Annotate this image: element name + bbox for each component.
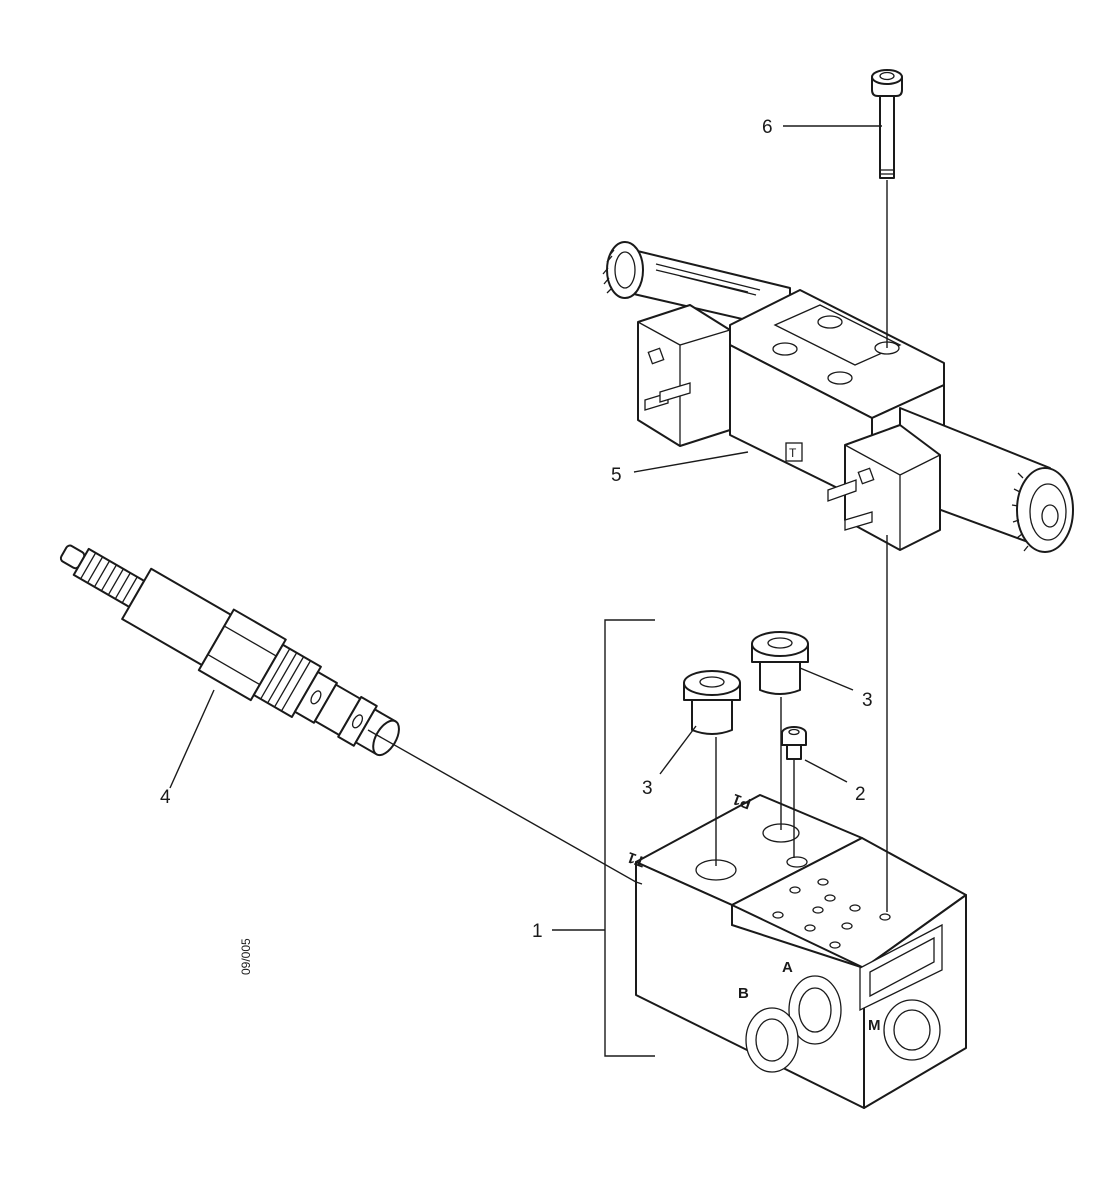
solenoid-valve[interactable]: T xyxy=(602,241,1074,553)
port-label-b: B xyxy=(738,985,749,1002)
callout-3-left[interactable]: 3 xyxy=(642,778,653,799)
port-label-m: M xyxy=(868,1017,881,1034)
callout-5[interactable]: 5 xyxy=(611,465,622,486)
port-label-a: A xyxy=(782,959,793,976)
cap-screw[interactable] xyxy=(871,69,903,179)
plug-right[interactable] xyxy=(751,631,809,695)
cartridge-valve[interactable] xyxy=(46,522,412,774)
port-label-t1: T1 xyxy=(625,848,647,870)
callout-3-right[interactable]: 3 xyxy=(862,690,873,711)
leader-lines xyxy=(169,125,882,931)
drawing-code: 09/005 xyxy=(239,938,253,975)
small-plug[interactable] xyxy=(781,726,807,760)
plug-left[interactable] xyxy=(683,670,741,735)
port-label-p1: P1 xyxy=(730,790,753,812)
callout-6[interactable]: 6 xyxy=(762,117,773,138)
callout-4[interactable]: 4 xyxy=(160,787,171,808)
left-coil-lettering xyxy=(655,263,761,296)
tank-mark-label: T xyxy=(789,446,797,460)
callout-2[interactable]: 2 xyxy=(855,784,866,805)
callout-1[interactable]: 1 xyxy=(532,921,543,942)
assembly-bracket xyxy=(604,619,655,1057)
callouts: 6 5 4 3 3 2 1 xyxy=(160,117,873,942)
assembly-lines xyxy=(367,180,888,912)
manifold-block[interactable]: A B M T1 P1 xyxy=(625,790,967,1109)
